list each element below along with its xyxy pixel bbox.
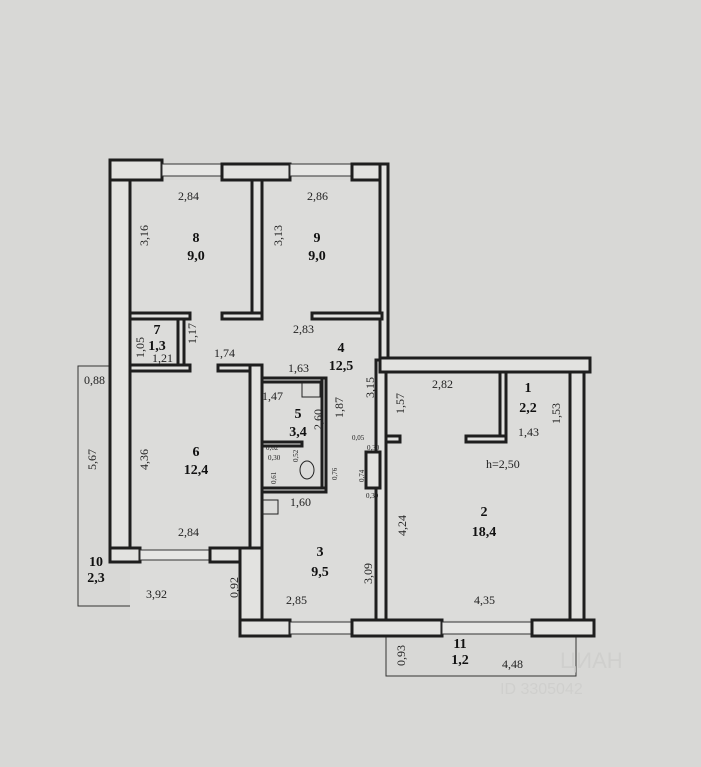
dim-m7: 0,30: [367, 444, 380, 452]
dim-r5-h2: 2,60: [311, 409, 325, 430]
dim-r4-w: 2,83: [293, 322, 314, 336]
room-labels: 1 2,2 2 18,4 3 9,5 4 12,5 5 3,4 6 12,4 7…: [87, 231, 537, 668]
room-2-number: 2: [481, 505, 488, 520]
dim-m8: 0,74: [358, 469, 366, 482]
room-5-area: 3,4: [289, 425, 307, 440]
room-1-number: 1: [525, 381, 532, 396]
dim-r7-h: 1,05: [133, 337, 147, 358]
dim-r7-w: 1,21: [152, 351, 173, 365]
room-6-number: 6: [193, 445, 200, 460]
dim-r3-w2: 2,85: [286, 593, 307, 607]
dim-m3: 0,52: [292, 449, 300, 462]
dim-r9-w: 2,86: [307, 189, 328, 203]
dim-r1-h2: 1,57: [393, 393, 407, 414]
dimension-labels: 2,84 3,16 2,86 3,13 1,05 1,17 1,21 2,83 …: [84, 189, 563, 671]
room-3-number: 3: [317, 545, 324, 560]
room-9-number: 9: [314, 231, 321, 246]
dim-r6-w: 2,84: [178, 525, 199, 539]
dim-m1: 0,62: [266, 444, 279, 452]
room-3-area: 9,5: [311, 565, 329, 580]
sink-icon: [301, 382, 321, 398]
dim-r3-h: 3,09: [361, 563, 375, 584]
dim-m6: 0,05: [352, 434, 365, 442]
toilet-icon: [299, 460, 315, 480]
room-2-area: 18,4: [472, 525, 497, 540]
dim-r11-w: 4,48: [502, 657, 523, 671]
room-4-area: 12,5: [329, 359, 354, 374]
dim-r8-w: 2,84: [178, 189, 199, 203]
dim-r9-h: 3,13: [271, 225, 285, 246]
room-8-number: 8: [193, 231, 200, 246]
dim-m5: 0,76: [331, 467, 339, 480]
dim-m9: 0,30: [366, 492, 379, 500]
watermark-logo: ЦИАН: [560, 648, 623, 673]
dim-r10-d2: 0,92: [227, 577, 241, 598]
watermark-id: ID 3305042: [500, 681, 583, 698]
room-8-area: 9,0: [187, 249, 205, 264]
dim-r6-h: 4,36: [137, 449, 151, 470]
ceiling-height: h=2,50: [486, 457, 520, 471]
room-1-area: 2,2: [519, 401, 537, 416]
room-4-number: 4: [338, 341, 345, 356]
room-11-area: 1,2: [451, 653, 469, 668]
dim-r10-d: 0,88: [84, 373, 105, 387]
room-5-number: 5: [295, 407, 302, 422]
dim-r10-h: 5,67: [85, 449, 99, 470]
room-11-number: 11: [453, 637, 466, 652]
dim-r1-w2: 1,43: [518, 425, 539, 439]
dim-r2-h: 4,24: [395, 515, 409, 536]
dim-r11-d: 0,93: [394, 645, 408, 666]
dim-r4-h: 3,15: [363, 377, 377, 398]
room-7-area: 1,3: [148, 339, 166, 354]
room-10-area: 2,3: [87, 571, 105, 586]
room-floors: [130, 180, 572, 620]
dim-r1-h: 1,53: [549, 403, 563, 424]
sink-icon-2: [261, 499, 279, 515]
dim-m4: 0,61: [270, 471, 278, 484]
dim-r7-h2: 1,17: [185, 323, 199, 344]
dim-r3-w: 1,60: [290, 495, 311, 509]
room-9-area: 9,0: [308, 249, 326, 264]
walls: [108, 158, 596, 638]
room-6-area: 12,4: [184, 463, 209, 478]
dim-m2: 0,30: [268, 454, 281, 462]
dim-r5-h: 1,47: [262, 389, 283, 403]
dim-r8-h: 3,16: [137, 225, 151, 246]
room-7-number: 7: [154, 323, 161, 338]
dim-r4-h2: 1,87: [332, 397, 346, 418]
dim-r5-w: 1,63: [288, 361, 309, 375]
dim-r4-w2: 1,74: [214, 346, 235, 360]
dim-r10-w: 3,92: [146, 587, 167, 601]
dim-r1-w: 2,82: [432, 377, 453, 391]
room-10-number: 10: [89, 555, 103, 570]
dim-r2-w: 4,35: [474, 593, 495, 607]
